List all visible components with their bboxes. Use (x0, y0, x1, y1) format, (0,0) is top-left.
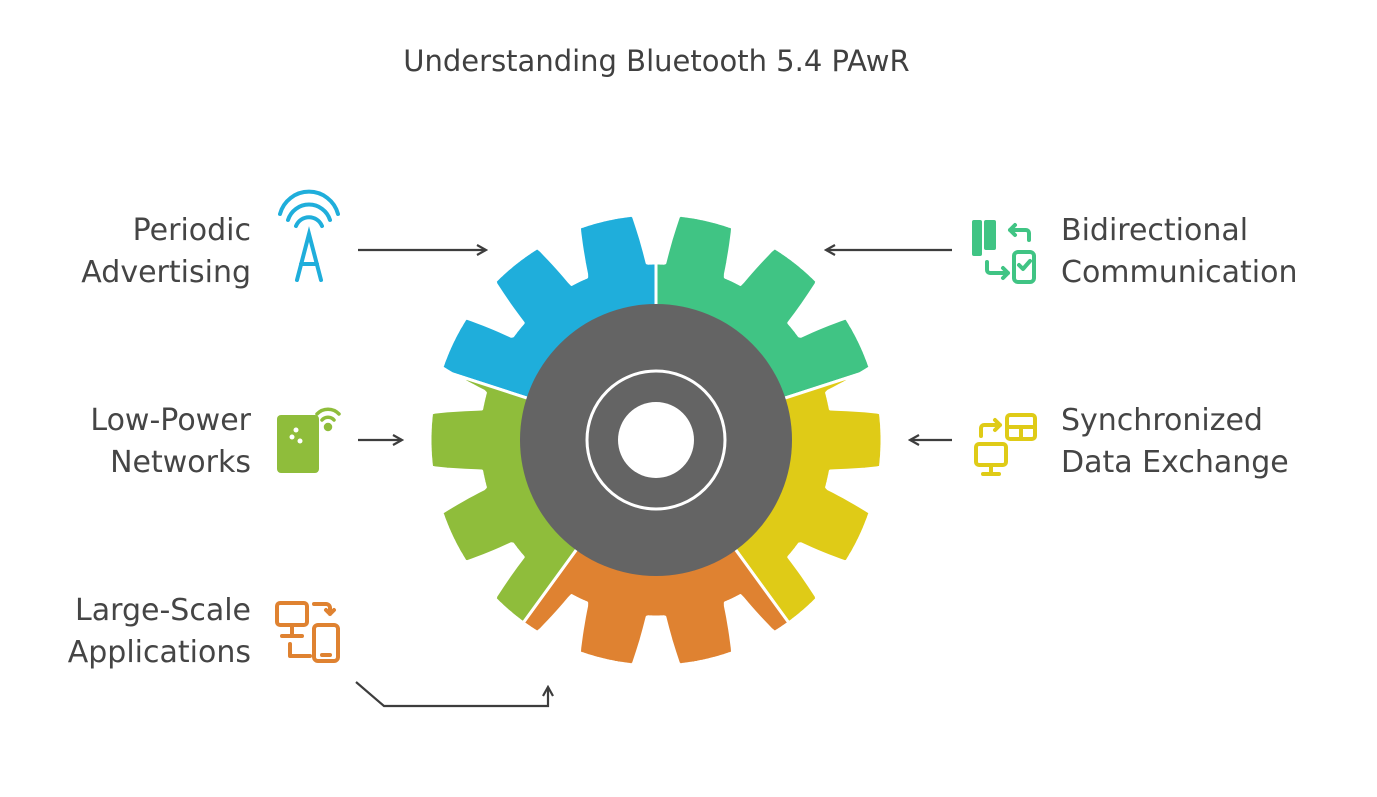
label-line: Bidirectional (1061, 213, 1249, 248)
label-line: Large-Scale (75, 593, 251, 628)
gear-inner-ring (585, 369, 727, 511)
gear-segment-large-scale-applications (521, 543, 791, 667)
label-large-scale-applications: Large-Scale Applications (68, 590, 251, 674)
phone-exchange-icon (972, 220, 1036, 284)
label-periodic-advertising: Periodic Advertising (81, 210, 251, 294)
label-line: Periodic (132, 213, 251, 248)
gear-segment-periodic-advertising (440, 213, 658, 402)
gear-segment-bidirectional-communication (654, 213, 872, 402)
devices-icon (275, 601, 340, 663)
gear-segment-low-power-networks (428, 372, 582, 625)
antenna-icon (278, 189, 340, 282)
gear-hole (618, 402, 694, 478)
arrow-large-scale-applications (355, 681, 548, 708)
label-synchronized-data-exchange: Synchronized Data Exchange (1061, 400, 1289, 484)
label-line: Data Exchange (1061, 445, 1289, 480)
label-line: Synchronized (1061, 403, 1263, 438)
label-low-power-networks: Low-Power Networks (90, 400, 251, 484)
label-line: Networks (110, 445, 251, 480)
wifi-device-icon (277, 407, 341, 473)
label-line: Advertising (81, 255, 251, 290)
label-bidirectional-communication: Bidirectional Communication (1061, 210, 1297, 294)
diagram-title: Understanding Bluetooth 5.4 PAwR (403, 44, 910, 78)
gear-segment-synchronized-data-exchange (730, 372, 884, 625)
label-line: Communication (1061, 255, 1298, 290)
label-line: Applications (67, 635, 251, 670)
data-sync-icon (974, 413, 1037, 476)
label-line: Low-Power (90, 403, 251, 438)
